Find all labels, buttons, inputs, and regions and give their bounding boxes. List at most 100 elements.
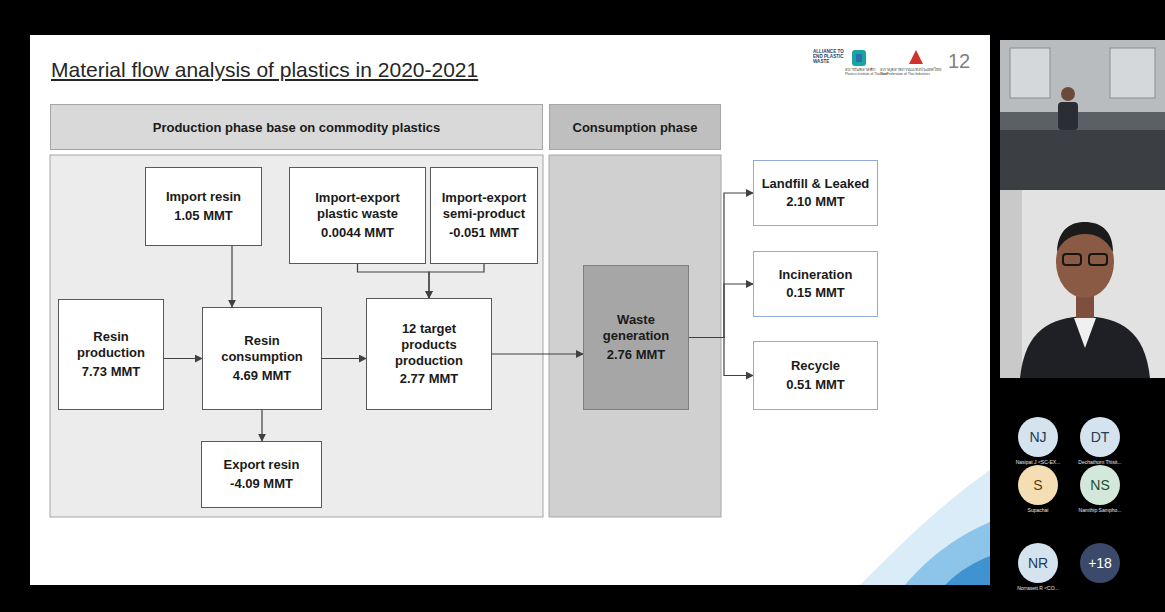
participant-name: Supachai	[1028, 507, 1049, 513]
page-number: 12	[948, 50, 970, 72]
process-box: Import resin 1.05 MMT	[145, 167, 262, 246]
room-wall	[1000, 190, 1022, 378]
avatar-circle: NR	[1018, 543, 1058, 583]
logo-icon	[856, 54, 862, 62]
flow-arrow	[689, 193, 753, 338]
logo-text: สถาบันพลาสติก	[845, 68, 876, 73]
process-box: Incineration 0.15 MMT	[753, 251, 878, 317]
slide-title: Material flow analysis of plastics in 20…	[51, 58, 478, 82]
box-heading: Export resin	[224, 457, 300, 473]
box-heading: Import resin	[166, 189, 241, 205]
flow-value: 2.76 MMT	[607, 347, 666, 363]
room-window	[1110, 48, 1155, 98]
more-participants: +18	[1070, 543, 1130, 583]
person-head	[1061, 87, 1075, 101]
process-box: Resin production 7.73 MMT	[58, 299, 164, 410]
flow-arrow	[322, 358, 366, 359]
process-box: 12 target products production2.77 MMT	[366, 298, 492, 410]
avatar-circle: S	[1018, 465, 1058, 505]
box-heading: 12 target products production	[373, 321, 485, 370]
flow-value: 7.73 MMT	[82, 364, 141, 380]
participant-avatar: NS Namthip Sampho...	[1070, 465, 1130, 513]
process-box: Import-export plastic waste 0.0044 MMT	[289, 167, 426, 264]
flow-value: 4.69 MMT	[233, 368, 292, 384]
video-tile	[1000, 190, 1165, 378]
box-heading: Resin production	[65, 329, 157, 362]
avatar-initials: NS	[1090, 478, 1109, 492]
flow-value: 0.51 MMT	[786, 377, 845, 393]
person-body	[1058, 102, 1078, 130]
video-tile	[1000, 40, 1165, 190]
phase-column: Consumption phaseWaste generation 2.76 MM…	[549, 104, 721, 517]
process-box: Resin consumption 4.69 MMT	[202, 307, 322, 410]
box-heading: Landfill & Leaked	[762, 176, 870, 192]
room-window	[1010, 48, 1050, 98]
person-glasses	[1089, 254, 1107, 265]
slide-ornament	[905, 522, 990, 585]
process-box: Recycle 0.51 MMT	[753, 341, 878, 410]
avatar-circle: NS	[1080, 465, 1120, 505]
flow-value: -0.051 MMT	[449, 225, 519, 241]
slide	[30, 35, 990, 585]
box-heading: Import-export semi-product	[437, 190, 531, 223]
flow-value: 0.15 MMT	[786, 285, 845, 301]
process-box: Export resin -4.09 MMT	[201, 441, 322, 508]
flow-arrow	[231, 246, 232, 307]
flow-arrow	[689, 284, 753, 338]
flow-value: 0.0044 MMT	[321, 225, 394, 241]
flow-arrow	[429, 264, 484, 298]
slide-ornament	[945, 556, 990, 585]
person-glasses	[1063, 254, 1081, 265]
participant-name: Norrasett R <CO...	[1017, 585, 1059, 591]
participant-count: +18	[1088, 556, 1112, 570]
avatar-circle: +18	[1080, 543, 1120, 583]
slide-ornament	[860, 470, 990, 585]
box-heading: Incineration	[779, 267, 853, 283]
process-box: Import-export semi-product -0.051 MMT	[430, 167, 538, 264]
process-box: Waste generation 2.76 MMT	[583, 265, 689, 410]
room-wall	[1000, 40, 1165, 112]
flow-arrow	[164, 358, 202, 359]
logo-text: The Federation of Thai Industries	[880, 73, 930, 77]
flow-value: 2.77 MMT	[400, 371, 459, 387]
person-body	[1020, 316, 1150, 378]
participant-name: Namthip Sampho...	[1079, 507, 1122, 513]
phase-panel	[549, 155, 721, 517]
person-hair	[1057, 222, 1113, 252]
phase-heading: Consumption phase	[549, 104, 721, 150]
avatar-circle: DT	[1080, 417, 1120, 457]
phase-column: Production phase base on commodity plast…	[50, 104, 543, 517]
phase-panel	[50, 155, 543, 517]
flow-value: 1.05 MMT	[174, 208, 233, 224]
avatar-initials: NJ	[1029, 430, 1046, 444]
participant-avatar: NJNasipat J <SC-EX...	[1008, 417, 1068, 465]
logo-icon	[852, 50, 866, 66]
box-heading: Resin consumption	[209, 333, 315, 366]
logo-text: ALLIANCE TO END PLASTIC WASTE	[813, 49, 847, 64]
phase-heading: Production phase base on commodity plast…	[50, 104, 543, 150]
flow-value: 2.10 MMT	[786, 194, 845, 210]
box-heading: Waste generation	[590, 312, 682, 345]
flow-arrow	[261, 410, 262, 441]
avatar-initials: S	[1033, 478, 1042, 492]
flow-arrow	[492, 353, 583, 354]
participant-avatar: NR Norrasett R <CO...	[1008, 543, 1068, 591]
person-shirt	[1074, 318, 1096, 348]
flow-arrow	[358, 264, 430, 298]
participant-avatar: DTDechathorn Thisit...	[1070, 417, 1130, 465]
room-table	[1000, 130, 1165, 190]
flow-value: -4.09 MMT	[230, 476, 293, 492]
flow-arrow	[689, 338, 753, 376]
avatar-circle: NJ	[1018, 417, 1058, 457]
box-heading: Recycle	[791, 358, 840, 374]
avatar-initials: NR	[1028, 556, 1048, 570]
logo-icon	[909, 50, 923, 64]
participant-avatar: S Supachai	[1008, 465, 1068, 513]
box-heading: Import-export plastic waste	[296, 190, 419, 223]
process-box: Landfill & Leaked 2.10 MMT	[753, 160, 878, 226]
logo-text: สภาอุตสาหกรรมแห่งประเทศไทย	[880, 68, 941, 73]
avatar-initials: DT	[1091, 430, 1110, 444]
